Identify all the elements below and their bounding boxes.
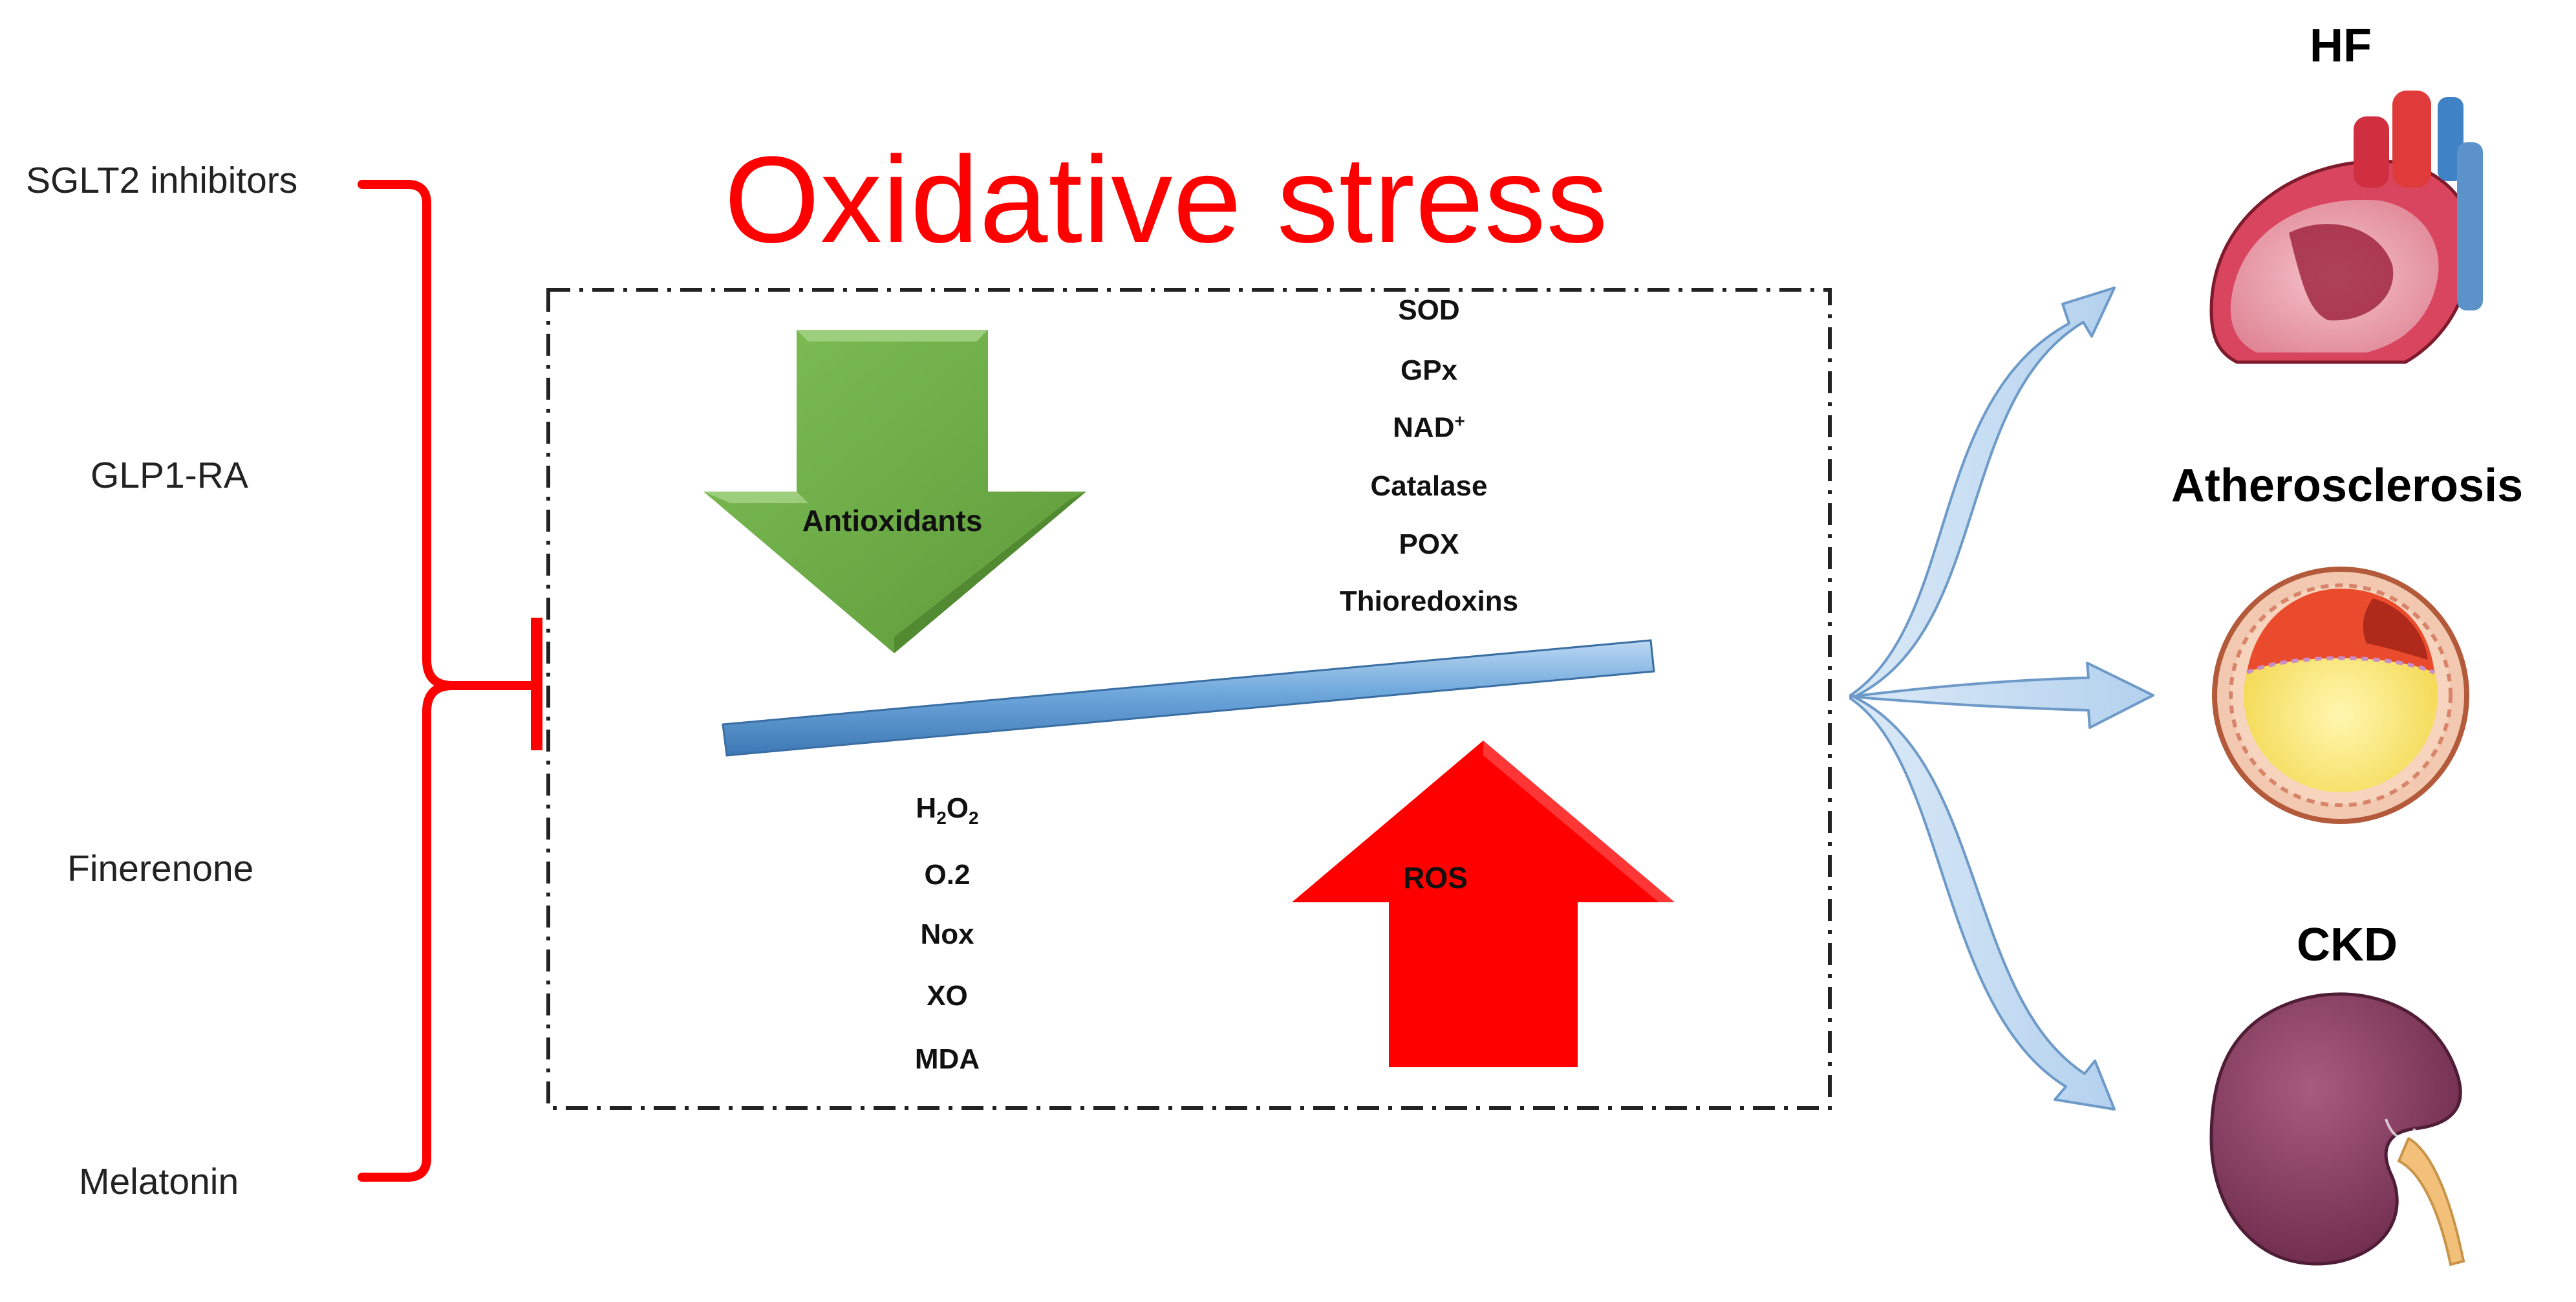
ros-marker: XO [927,980,968,1012]
antioxidant-marker: SOD [1398,294,1460,326]
ros-arrow [1292,741,1675,1067]
drug-glp1-ra: GLP1-RA [91,455,248,496]
h2o2-sub2: 2 [969,807,979,828]
balance-beam [722,639,1655,757]
outcome-arrows [1849,287,2154,1111]
diagram-title: Oxidative stress [724,131,1609,268]
ros-marker: Nox [920,918,974,950]
drug-melatonin: Melatonin [79,1161,239,1202]
antioxidant-marker: Thioredoxins [1339,585,1519,617]
antioxidant-marker: POX [1399,528,1459,560]
kidney-icon [2209,992,2465,1266]
h2o2-o: O [946,792,969,824]
drug-sglt2-inhibitors: SGLT2 inhibitors [26,160,298,201]
heart-icon [2209,91,2483,364]
artery-plaque-icon [2212,567,2469,824]
antioxidants-label: Antioxidants [802,504,983,537]
outcome-ckd-label: CKD [2297,919,2398,971]
drug-finerenone: Finerenone [67,848,254,889]
antioxidant-marker: GPx [1400,354,1458,386]
antioxidant-marker-text: NAD [1393,411,1455,444]
inhibition-bracket [358,180,541,1182]
ros-label: ROS [1403,861,1468,895]
antioxidant-marker: NAD+ [1300,411,1558,444]
h2o2-sub1: 2 [936,807,947,828]
ros-marker: O.2 [924,859,971,891]
oxidative-stress-box [546,288,1832,1110]
outcome-atherosclerosis-label: Atherosclerosis [2171,460,2524,512]
outcome-hf-label: HF [2310,20,2372,72]
h2o2-h: H [916,792,937,824]
ros-marker-h2o2: H2O2 [818,792,1077,829]
ros-marker: MDA [914,1043,980,1075]
antioxidant-marker: Catalase [1370,470,1488,502]
antioxidants-arrow [703,330,1086,653]
nad-superscript: + [1454,411,1465,431]
